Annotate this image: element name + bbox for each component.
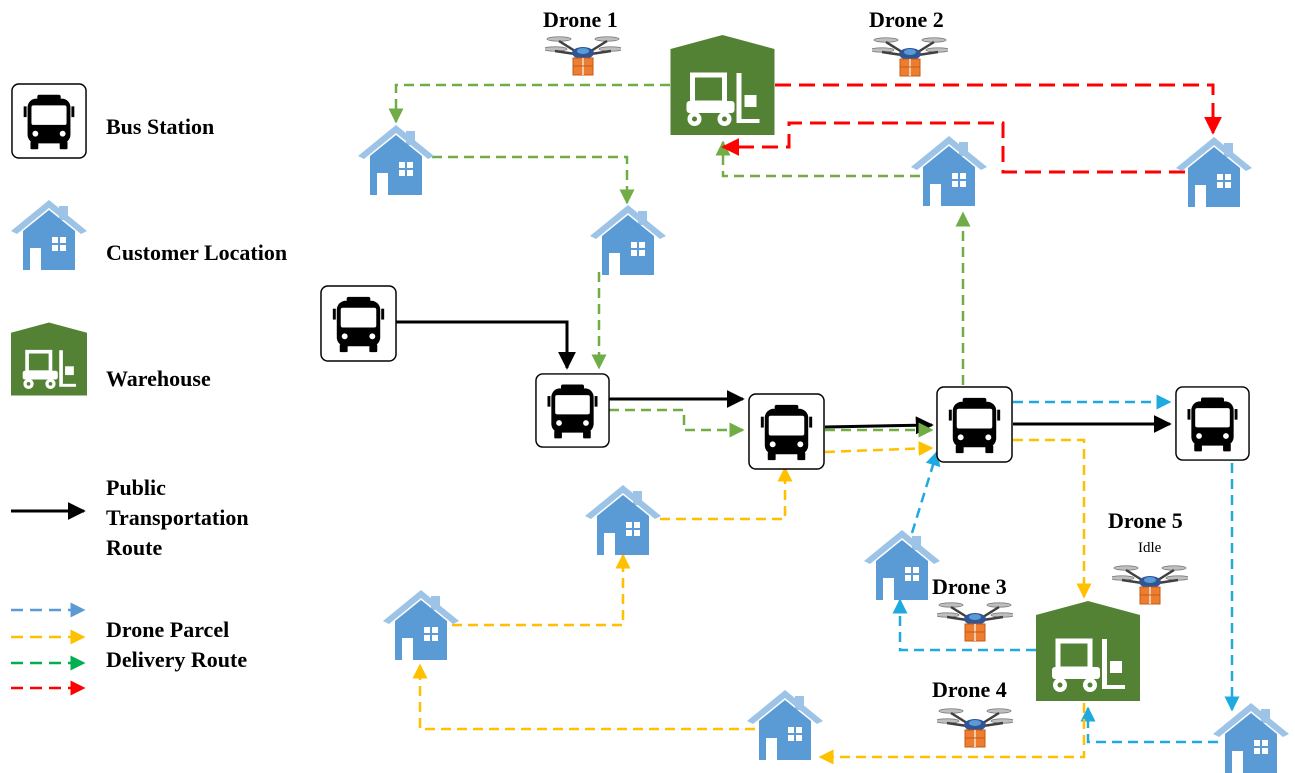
- green-route-house-to-house: [432, 155, 635, 205]
- house-icon: [383, 590, 459, 660]
- green-route-house-to-warehouse: [715, 140, 920, 178]
- drone-2-label: Drone 2: [869, 7, 944, 32]
- drone-with-parcel-icon: [937, 707, 1013, 748]
- drone-with-parcel-icon: [1112, 564, 1188, 605]
- yellow-route-house-to-bus3: [660, 466, 793, 521]
- drone-5-status: Idle: [1138, 540, 1162, 556]
- house-icon: [1213, 703, 1289, 773]
- house-icon: [11, 200, 87, 270]
- green-route-bus2-to-bus3: [609, 408, 745, 438]
- house-icon: [358, 125, 434, 195]
- house-icon: [747, 690, 823, 760]
- warehouse-forklift-icon: [671, 35, 775, 135]
- blue-route-house-to-warehouse: [1080, 706, 1218, 744]
- blue-route-house-to-bus4: [910, 450, 941, 534]
- drone-1-label: Drone 1: [543, 7, 618, 32]
- yellow-route-house-to-house-2: [452, 553, 631, 627]
- house-icon: [585, 485, 661, 555]
- green-route-warehouse-to-house: [388, 83, 670, 124]
- house-icon: [1176, 137, 1252, 207]
- bus-icon: [748, 393, 825, 470]
- legend: Bus Station Customer Location Warehouse …: [11, 83, 287, 696]
- bus-icon: [320, 285, 397, 362]
- drone-5-label: Drone 5: [1108, 508, 1183, 533]
- warehouse-forklift-icon: [1036, 601, 1140, 701]
- red-route-house-to-warehouse: [721, 121, 1185, 174]
- house-icon: [911, 136, 987, 206]
- drone-with-parcel-icon: [937, 601, 1013, 642]
- drone-with-parcel-icon: [872, 36, 948, 77]
- bus-icon: [1175, 386, 1250, 461]
- house-icon: [590, 205, 666, 275]
- warehouses: [671, 35, 1141, 701]
- legend-bus-station: Bus Station: [106, 114, 214, 139]
- blue-drone-routes: [892, 394, 1240, 744]
- drone-with-parcel-icon: [545, 35, 621, 76]
- bus-stations: [320, 285, 1250, 470]
- yellow-route-house-to-house: [412, 663, 755, 731]
- bus-icon: [535, 373, 610, 448]
- legend-drone-route-2: Delivery Route: [106, 647, 247, 672]
- drone-3-label: Drone 3: [932, 574, 1007, 599]
- bus-icon: [11, 83, 87, 159]
- red-route-warehouse-to-house: [775, 83, 1222, 135]
- yellow-route-warehouse-to-house: [818, 703, 1086, 765]
- public-transport-routes: [396, 320, 1172, 435]
- drone-4-label: Drone 4: [932, 677, 1007, 702]
- blue-route-warehouse-to-house: [892, 598, 1036, 652]
- legend-public-route-2: Transportation: [106, 505, 249, 530]
- legend-warehouse: Warehouse: [106, 366, 211, 391]
- legend-customer-location: Customer Location: [106, 240, 287, 265]
- yellow-drone-routes: [412, 438, 1092, 765]
- warehouse-forklift-icon: [11, 322, 87, 396]
- house-icon: [864, 530, 940, 600]
- yellow-route-bus4-to-warehouse: [1013, 438, 1092, 599]
- yellow-route-bus3-to-bus4: [824, 441, 934, 456]
- bus-route-3-4: [824, 416, 934, 435]
- green-drone-routes: [388, 83, 971, 438]
- red-drone-routes: [721, 83, 1222, 174]
- legend-public-route-1: Public: [106, 475, 166, 500]
- bus-route-1-2: [396, 320, 576, 370]
- legend-public-route-3: Route: [106, 535, 162, 560]
- legend-drone-route-1: Drone Parcel: [106, 617, 229, 642]
- bus-icon: [936, 386, 1013, 463]
